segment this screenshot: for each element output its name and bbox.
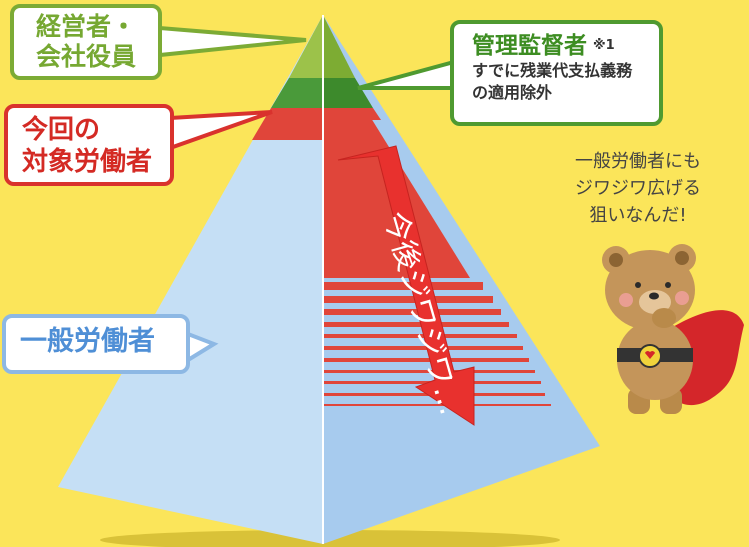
manager-callout: 管理監督者 ※1 すでに残業代支払義務 の適用除外 [450, 20, 663, 126]
manager-desc-line2: の適用除外 [472, 83, 553, 102]
manager-note: ※1 [593, 38, 615, 53]
bear-speech-line2: ジワジワ広げる [575, 178, 701, 199]
manager-tier-right [323, 78, 373, 108]
target-tier-left [252, 108, 323, 140]
bear-speech-line3: 狙いなんだ! [589, 205, 687, 226]
exec-callout-tail [158, 25, 307, 58]
downward-arrow [337, 145, 475, 426]
target-label-line1: 今回の [22, 115, 101, 145]
bear-mascot [602, 244, 744, 414]
manager-title-row: 管理監督者 ※1 [472, 32, 659, 60]
manager-tier-left [271, 78, 323, 108]
bear-speech: 一般労働者にも ジワジワ広げる 狙いなんだ! [548, 148, 728, 229]
manager-desc-line1: すでに残業代支払義務 [472, 61, 633, 80]
manager-title: 管理監督者 [472, 33, 587, 59]
pyramid-left-face [58, 15, 323, 544]
exec-callout: 経営者・ 会社役員 [10, 4, 162, 80]
exec-label-line2: 会社役員 [36, 42, 137, 71]
exec-tier-left [289, 15, 323, 78]
general-callout: 一般労働者 [2, 314, 190, 374]
target-label-line2: 対象労働者 [22, 147, 153, 177]
general-label: 一般労働者 [20, 326, 155, 357]
target-callout: 今回の 対象労働者 [4, 104, 174, 186]
exec-tier-right [323, 15, 355, 78]
bear-speech-line1: 一般労働者にも [575, 151, 701, 172]
exec-label-line1: 経営者・ [36, 12, 137, 41]
